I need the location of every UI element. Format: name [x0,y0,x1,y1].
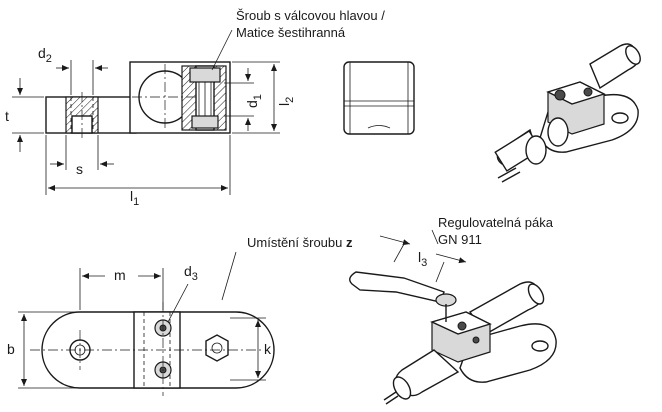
lever-annotation-line2: GN 911 [438,232,482,247]
end-view [343,61,415,135]
side-section-view: d2 t s l1 d1 l2 [5,29,296,208]
screw-nut-annotation-line2: Matice šestihranná [236,25,346,40]
screw-nut-annotation-line1: Šroub s válcovou hlavou / [236,8,385,23]
dim-l2-label: l2 [276,97,296,106]
lever-annotation-line1: Regulovatelná páka [438,215,554,230]
dim-d2-label: d2 [38,45,52,65]
isometric-view-lever: l3 [349,229,557,405]
hex-nut [191,115,219,129]
screw-leader-line [211,29,233,71]
isometric-view-top [494,43,641,183]
dim-k-label: k [264,341,272,357]
hex-nut-top [205,334,229,362]
dim-d3-label: d3 [184,263,198,283]
screw-position-leader [221,251,237,301]
end-view-block [343,61,415,135]
d3-leader [167,283,189,323]
dim-l3-label: l3 [418,249,427,269]
adjustable-lever [349,271,445,303]
dim-b-label: b [7,341,15,357]
top-view: m d3 b k [7,251,275,396]
screw-head [189,67,221,83]
lever-leader [431,229,439,245]
dim-m-label: m [114,267,126,283]
dim-d1-label: d1 [244,94,264,108]
dim-t-label: t [5,108,9,124]
dim-s-label: s [76,161,83,177]
screw-position-annotation: Umístění šroubu z [247,235,353,250]
dim-l1-label: l1 [130,188,139,208]
